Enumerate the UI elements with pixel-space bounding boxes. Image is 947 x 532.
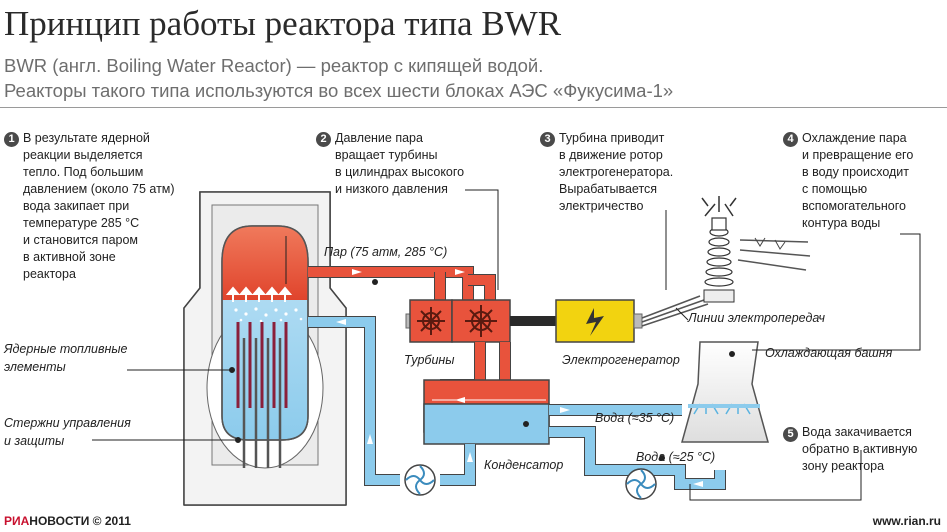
steam-pipe xyxy=(308,266,496,300)
water-25-label: Вода (≈25 °С) xyxy=(636,450,716,464)
steam-label: Пар (75 атм, 285 °С) xyxy=(324,245,448,259)
cooling-tower xyxy=(681,341,769,443)
power-insulator xyxy=(701,196,811,303)
control-rods-label: Стержни управления и защиты xyxy=(4,416,131,448)
generator xyxy=(555,295,709,343)
cooling-tower-label: Охлаждающая башня xyxy=(765,346,893,360)
subtitle-line-1: BWR (англ. Boiling Water Reactor) — реак… xyxy=(4,55,544,76)
source-url[interactable]: www.rian.ru xyxy=(872,514,941,528)
step-3-number: 3 xyxy=(540,132,555,147)
header-divider xyxy=(0,107,947,108)
water-35-label: Вода (≈35 °С) xyxy=(595,411,675,425)
step-4-number: 4 xyxy=(783,132,798,147)
step-2-text: Давление пара вращает турбины в цилиндра… xyxy=(335,131,465,196)
subtitle-line-2: Реакторы такого типа используются во все… xyxy=(4,80,674,101)
step-1-number: 1 xyxy=(4,132,19,147)
logo-ria-text: РИА xyxy=(4,514,30,528)
leader-lines xyxy=(92,189,921,501)
step-3-text: Турбина приводит в движение ротор электр… xyxy=(559,131,674,213)
power-lines-label: Линии электропередач xyxy=(688,311,825,325)
feedwater-pipe xyxy=(308,316,476,486)
step-5-number: 5 xyxy=(783,427,798,442)
page-title: Принцип работы реактора типа BWR xyxy=(4,4,562,43)
step-5-text: Вода закачивается обратно в активную зон… xyxy=(802,425,918,473)
fuel-elements-label: Ядерные топливные элементы xyxy=(4,342,128,374)
condenser-label: Конденсатор xyxy=(484,458,564,472)
logo-novosti-text: НОВОСТИ xyxy=(29,514,90,528)
turbines-label: Турбины xyxy=(404,353,455,367)
turbines xyxy=(405,299,556,343)
reactor-vessel xyxy=(221,225,309,468)
generator-label: Электрогенератор xyxy=(562,353,680,367)
step-2-number: 2 xyxy=(316,132,331,147)
ria-novosti-logo: РИАНОВОСТИ © 2011 xyxy=(4,514,131,528)
pumps xyxy=(404,455,665,500)
condenser xyxy=(423,342,550,445)
step-4-text: Охлаждение пара и превращение его в воду… xyxy=(802,131,914,230)
step-1-text: В результате ядерной реакции выделяется … xyxy=(23,131,175,281)
cooling-circuit xyxy=(455,397,726,490)
copyright-text: © 2011 xyxy=(92,514,131,528)
